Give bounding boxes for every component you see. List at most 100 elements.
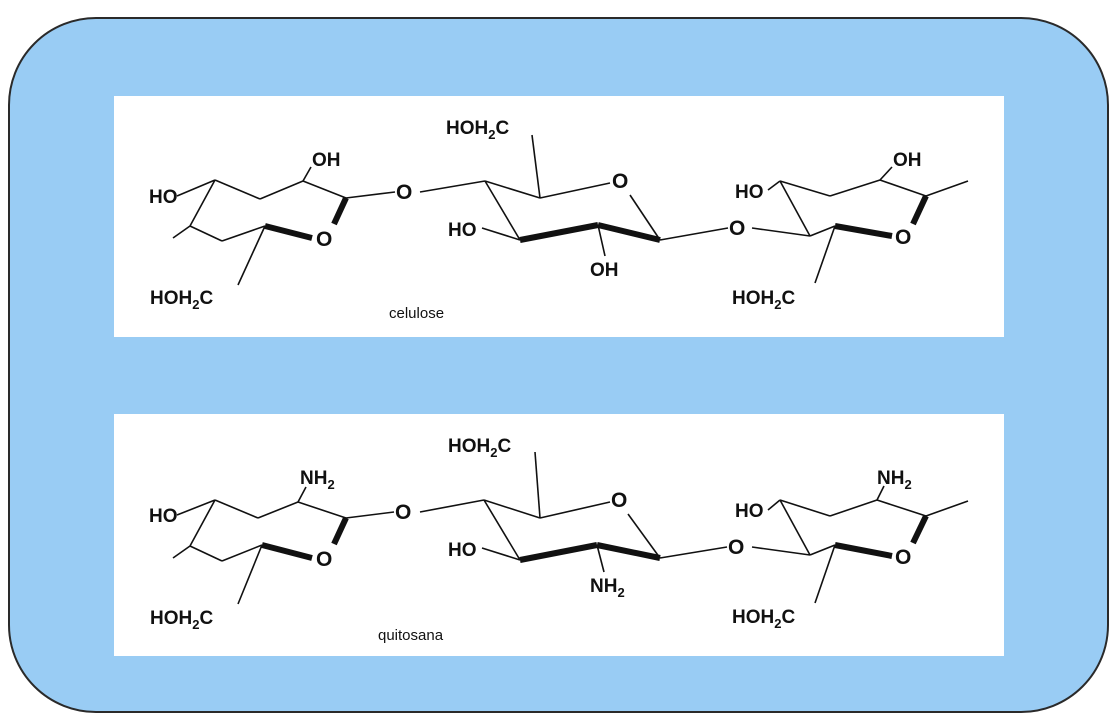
bond	[539, 501, 611, 519]
bond	[189, 499, 216, 547]
atom-label-ho: HO	[448, 220, 477, 241]
bond	[189, 225, 223, 242]
atom-label-ho: HO	[448, 540, 477, 561]
ring-oxygen: O	[895, 226, 911, 249]
atom-label-hoh2c: HOH2C	[150, 608, 213, 632]
bond	[596, 544, 605, 573]
bond	[925, 180, 969, 197]
bond	[176, 499, 216, 516]
bond	[221, 225, 266, 242]
bond	[345, 511, 395, 519]
bond	[214, 499, 259, 519]
bond	[484, 180, 521, 241]
atom-label-oh: OH	[590, 260, 619, 281]
bond	[189, 179, 216, 227]
wedge-bond	[597, 222, 661, 243]
bond	[259, 180, 304, 200]
bond	[189, 545, 223, 562]
bond	[531, 134, 541, 199]
wedge-bond	[519, 222, 599, 243]
bond	[767, 499, 781, 511]
bond	[237, 225, 266, 286]
bond	[481, 547, 521, 561]
ring-oxygen: O	[895, 546, 911, 569]
bond	[829, 499, 878, 517]
atom-label-hoh2c: HOH2C	[448, 436, 511, 460]
structure-caption-celulose: celulose	[389, 305, 444, 322]
bond	[345, 191, 396, 199]
bond	[767, 180, 781, 191]
bond	[629, 194, 661, 241]
bond	[176, 179, 216, 197]
bond	[879, 179, 927, 197]
bond	[829, 179, 881, 197]
bond	[419, 180, 486, 193]
bond	[659, 227, 729, 241]
bond	[779, 180, 831, 197]
atom-label-hoh2c: HOH2C	[150, 288, 213, 312]
bond	[809, 225, 836, 237]
atom-label-ho: HO	[149, 506, 178, 527]
wedge-bond	[596, 542, 661, 561]
wedge-bond	[331, 196, 349, 226]
bond	[297, 486, 307, 503]
bond	[172, 545, 191, 559]
bond	[214, 179, 261, 200]
glycosidic-oxygen: O	[728, 536, 744, 559]
bond	[779, 499, 831, 517]
atom-label-ho: HO	[149, 187, 178, 208]
bond	[539, 182, 611, 199]
bond	[419, 499, 485, 513]
bond	[172, 225, 191, 239]
wedge-bond	[910, 194, 929, 226]
bond	[481, 227, 521, 241]
atom-label-ho: HO	[735, 501, 764, 522]
atom-label-nh2: NH2	[877, 468, 912, 492]
atom-label-ho: HO	[735, 182, 764, 203]
bond	[809, 544, 836, 556]
ring-oxygen: O	[611, 489, 627, 512]
glycosidic-oxygen: O	[396, 181, 412, 204]
wedge-bond	[331, 516, 349, 546]
atom-label-oh: OH	[893, 150, 922, 171]
bond	[879, 166, 893, 181]
wedge-bond	[261, 542, 313, 561]
glycosidic-oxygen: O	[395, 501, 411, 524]
bond	[814, 225, 836, 284]
chitosan-panel	[114, 414, 1004, 656]
atom-label-nh2: NH2	[590, 576, 625, 600]
bond	[751, 546, 811, 556]
bond	[297, 501, 347, 519]
bond	[779, 180, 811, 237]
bond	[925, 500, 969, 517]
cellulose-panel	[114, 96, 1004, 337]
bond	[779, 499, 811, 556]
bond	[302, 166, 312, 182]
bond	[814, 544, 836, 604]
wedge-bond	[834, 542, 893, 559]
ring-oxygen: O	[612, 170, 628, 193]
atom-label-hoh2c: HOH2C	[732, 607, 795, 631]
bond	[483, 499, 541, 519]
atom-label-nh2: NH2	[300, 468, 335, 492]
bond	[876, 485, 885, 501]
bond	[484, 180, 541, 199]
ring-oxygen: O	[316, 228, 332, 251]
bond	[659, 546, 728, 559]
wedge-bond	[834, 223, 893, 239]
wedge-bond	[264, 223, 313, 241]
bond	[751, 227, 811, 237]
bond	[302, 180, 347, 199]
bond	[257, 501, 299, 519]
atom-label-hoh2c: HOH2C	[732, 288, 795, 312]
bond	[627, 513, 661, 559]
bond	[483, 499, 521, 561]
bond	[221, 544, 263, 562]
atom-label-oh: OH	[312, 150, 341, 171]
bond	[237, 544, 263, 605]
atom-label-hoh2c: HOH2C	[446, 118, 509, 142]
glycosidic-oxygen: O	[729, 217, 745, 240]
bond	[534, 451, 541, 519]
